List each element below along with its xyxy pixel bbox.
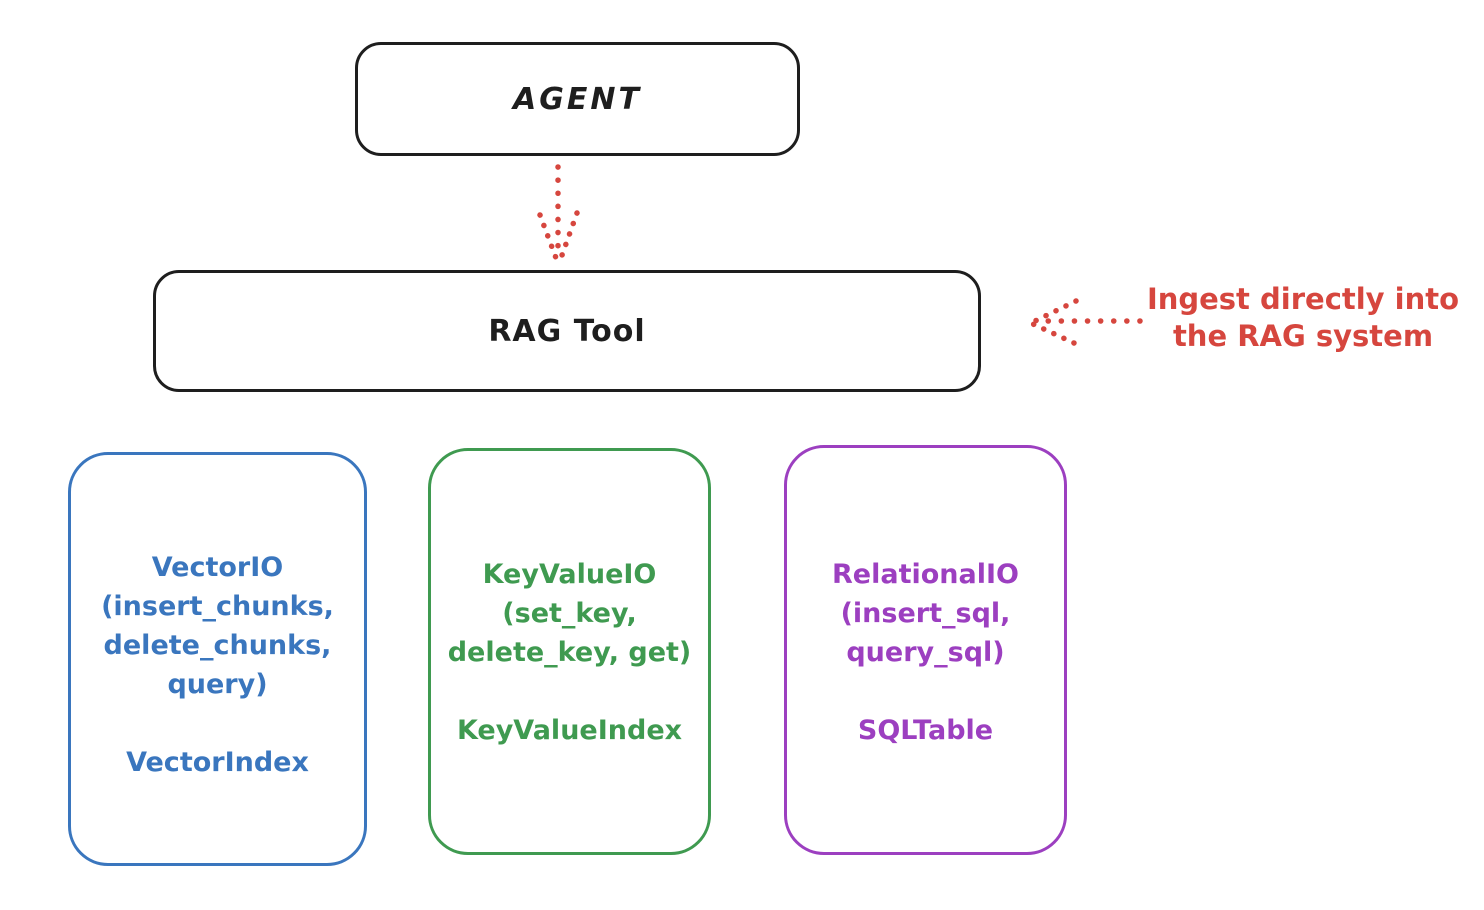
- relational-io-label: RelationalIO (insert_sql, query_sql): [832, 559, 1019, 668]
- arrow-head-bottom: [1030, 321, 1077, 346]
- keyvalue-index-label: KeyValueIndex: [456, 715, 683, 746]
- arrow-head-right: [558, 210, 580, 261]
- vector-io-box: VectorIO (insert_chunks, delete_chunks, …: [68, 452, 367, 866]
- vector-index-label: VectorIndex: [126, 747, 309, 778]
- rag-tool-box: RAG Tool: [153, 270, 981, 392]
- agent-box: AGENT: [355, 42, 800, 156]
- rag-tool-label: RAG Tool: [488, 313, 646, 349]
- agent-label: AGENT: [513, 81, 642, 117]
- ingest-arrow: [1030, 298, 1143, 346]
- arrow-head-left: [537, 212, 559, 261]
- ingest-annotation: Ingest directly into the RAG system: [1146, 282, 1460, 353]
- relational-io-box: RelationalIO (insert_sql, query_sql) SQL…: [784, 445, 1067, 855]
- agent-to-rag-arrow: [537, 164, 580, 261]
- vector-io-label: VectorIO (insert_chunks, delete_chunks, …: [101, 552, 334, 700]
- keyvalue-io-label: KeyValueIO (set_key, delete_key, get): [447, 559, 692, 668]
- relational-index-label: SQLTable: [857, 715, 994, 746]
- keyvalue-io-box: KeyValueIO (set_key, delete_key, get) Ke…: [428, 448, 711, 855]
- arrow-head-top: [1030, 298, 1079, 325]
